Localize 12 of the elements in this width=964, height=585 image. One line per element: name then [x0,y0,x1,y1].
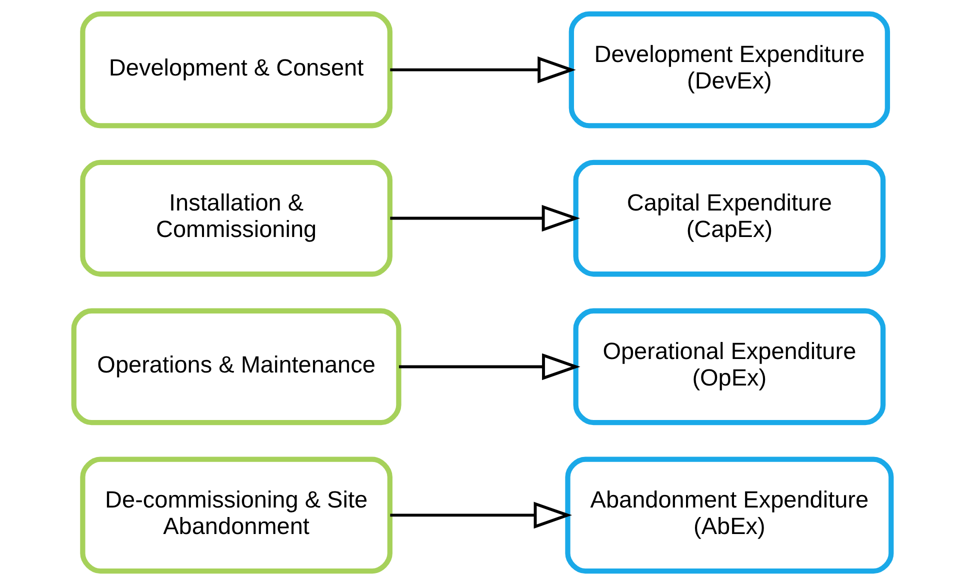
node-box: Installation & Commissioning [80,160,392,277]
node-box: Capital Expenditure (CapEx) [572,160,886,277]
arrow [390,204,580,232]
arrow [390,502,572,529]
arrow [390,56,576,84]
node-box: Abandonment Expenditure (AbEx) [564,456,894,574]
node-box: Development Expenditure (DevEx) [568,11,890,128]
node-box: De-commissioning & Site Abandonment [80,456,392,574]
node-box: Operational Expenditure (OpEx) [572,308,886,426]
node-box: Development & Consent [80,11,392,128]
node-box: Operations & Maintenance [70,308,401,426]
arrow [398,353,580,380]
